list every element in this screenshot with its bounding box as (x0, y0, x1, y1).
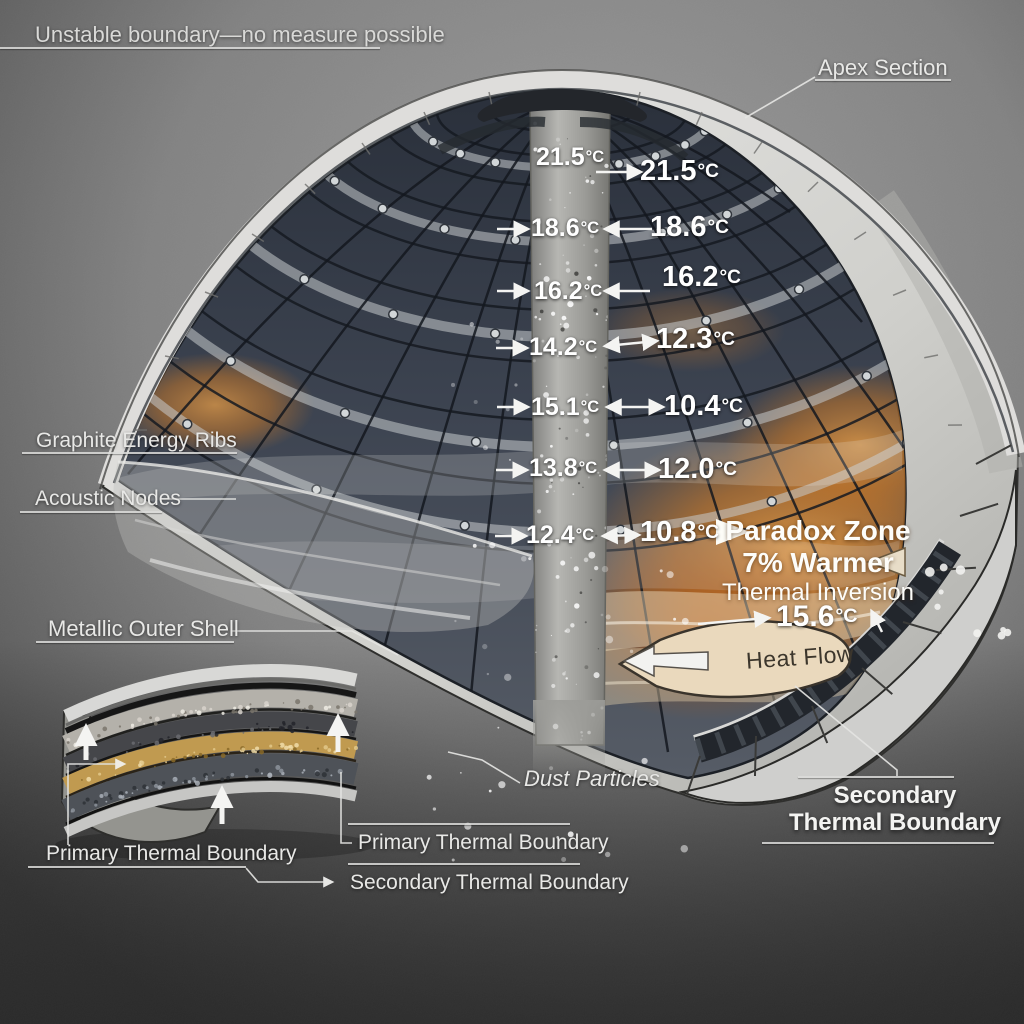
secondary-mid-rule (348, 863, 580, 865)
heat-flow-left-arrow (622, 644, 709, 678)
heat-flow-banner (617, 619, 852, 699)
secondary-right-top-rule (798, 776, 954, 778)
inflow-pointer-icon (865, 546, 906, 578)
temp-center-3: 14.2°C (529, 333, 598, 361)
primary-boundary-left-label: Primary Thermal Boundary (46, 842, 297, 865)
paradox-zone-title: Paradox Zone (725, 515, 911, 546)
temp-right-4: 10.4°C (664, 390, 743, 422)
column-cap (477, 89, 647, 122)
acoustic-sheet (113, 460, 534, 633)
temp-arrows (495, 163, 886, 633)
central-column (437, 89, 689, 780)
temp-center-2: 16.2°C (534, 277, 603, 305)
acoustic-nodes-label: Acoustic Nodes (35, 487, 181, 510)
temp-center-6: 12.4°C (526, 521, 595, 549)
stack-up-arrows (74, 713, 350, 824)
temp-center-1: 18.6°C (531, 214, 600, 242)
temp-center-0: 21.5°C (536, 143, 605, 171)
layer-stack (55, 671, 375, 861)
graphite-ribs-label: Graphite Energy Ribs (36, 429, 237, 452)
dust-particles-label: Dust Particles (524, 766, 660, 791)
metallic-shell-label: Metallic Outer Shell (48, 616, 239, 641)
secondary-boundary-mid-label: Secondary Thermal Boundary (350, 871, 629, 894)
temp-hotspot: 15.6°C (776, 600, 858, 633)
apex-underline (815, 79, 951, 81)
primary-mid-rule (348, 823, 570, 825)
secondary-right-bottom-rule (762, 842, 994, 844)
primary-boundary-mid-label: Primary Thermal Boundary (358, 831, 609, 854)
secondary-right-line1: Secondary (833, 782, 957, 809)
annotation-lines (67, 76, 898, 888)
apex-section-label: Apex Section (818, 55, 948, 80)
temp-right-5: 12.0°C (658, 453, 737, 485)
unstable-boundary-label: Unstable boundary—no measure possible (35, 22, 445, 47)
temp-right-3: 12.3°C (656, 323, 735, 355)
temp-right-6: 10.8°C (640, 516, 719, 548)
temp-right-2: 16.2°C (662, 261, 741, 293)
temp-right-0: 21.5°C (640, 155, 719, 187)
temp-right-1: 18.6°C (650, 211, 729, 243)
metallic-underline (36, 641, 234, 643)
unstable-underline (0, 47, 380, 49)
secondary-boundary-right-label: Secondary Thermal Boundary (772, 782, 1018, 836)
secondary-right-line2: Thermal Boundary (788, 809, 1002, 836)
acoustic-underline (20, 511, 162, 513)
temp-center-5: 13.8°C (529, 454, 598, 482)
dust-particles (426, 317, 689, 862)
paradox-zone-warmer: 7% Warmer (742, 547, 894, 578)
paradox-pointer-icon (716, 519, 750, 545)
paradox-zone-callout: Paradox Zone 7% Warmer Thermal Inversion (718, 515, 918, 607)
temp-center-4: 15.1°C (531, 393, 600, 421)
primary-left-underline (28, 866, 246, 868)
graphite-underline (22, 452, 237, 454)
paradox-zone-inversion: Thermal Inversion (721, 579, 915, 606)
